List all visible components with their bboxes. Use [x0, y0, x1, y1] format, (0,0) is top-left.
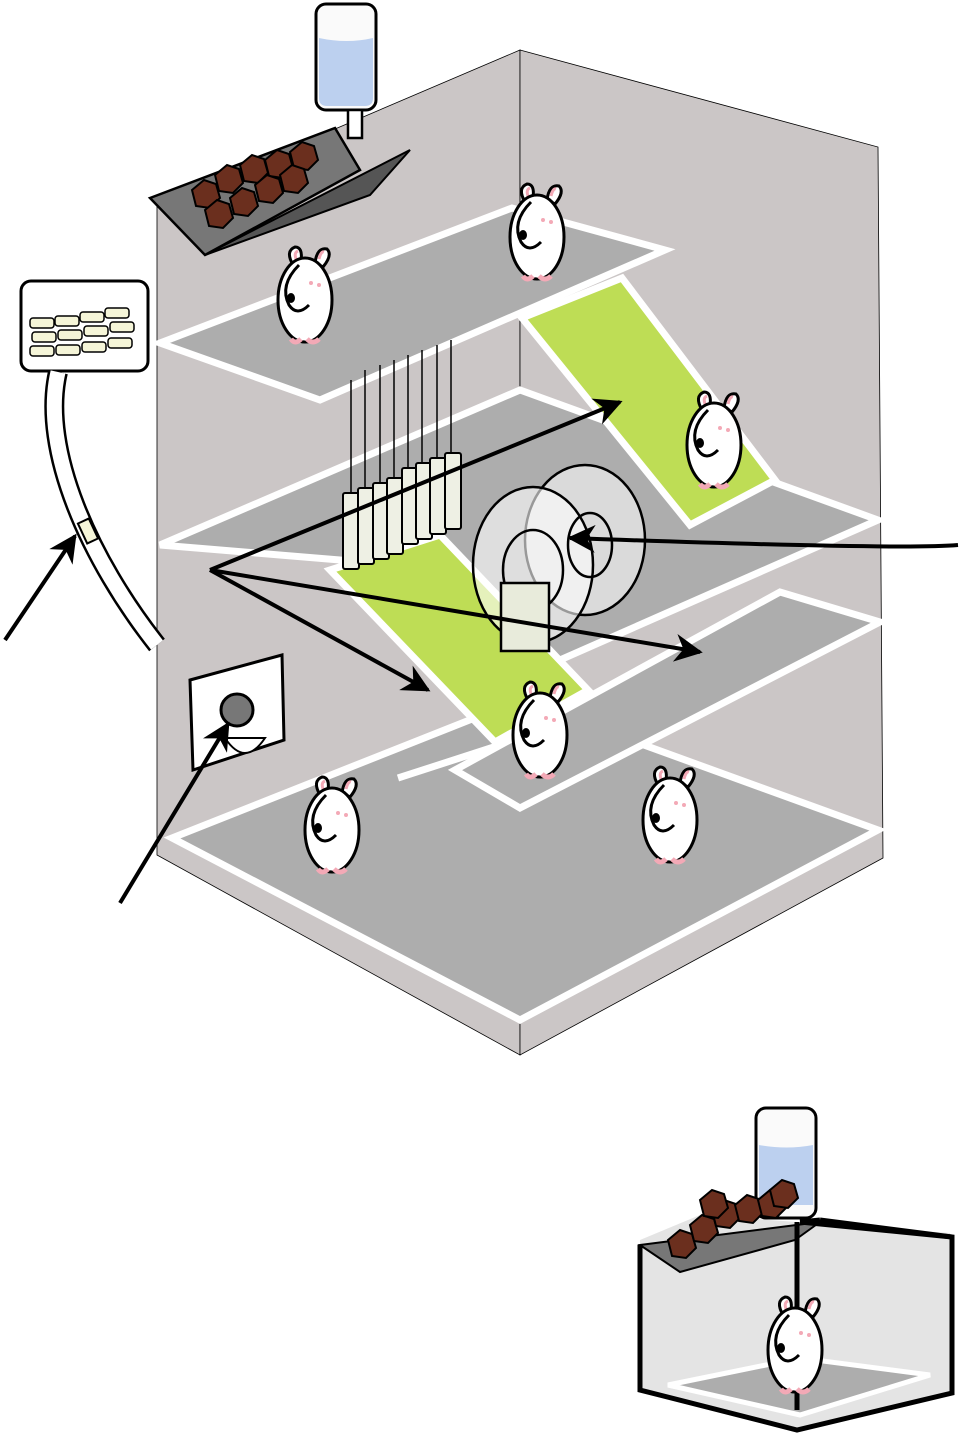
- arrows: [3, 398, 959, 905]
- water-bottle: [314, 2, 378, 140]
- food-hopper: [147, 126, 411, 257]
- ledge: [396, 741, 502, 782]
- standard-cage: [637, 1106, 955, 1433]
- bedding-dispenser: [19, 279, 165, 652]
- nest-hole-icon: [219, 692, 255, 728]
